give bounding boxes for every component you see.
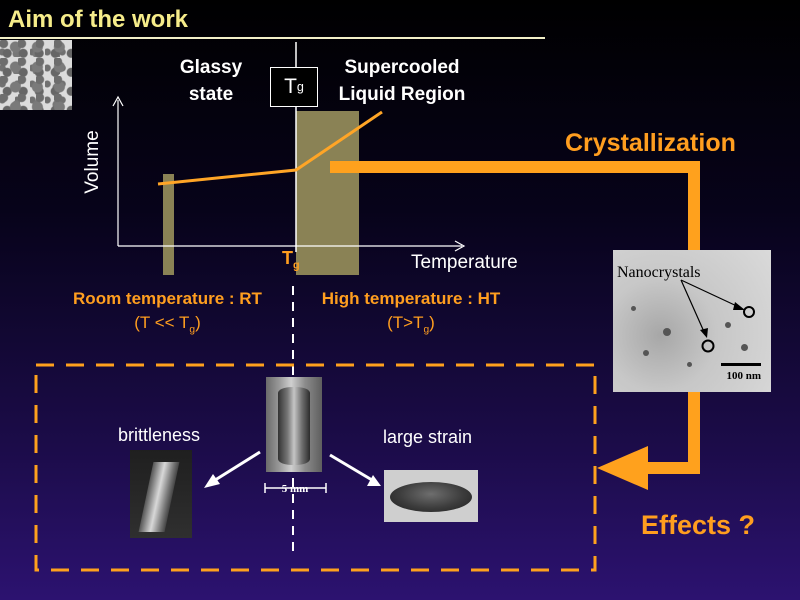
arrow-to-brittleness-head	[204, 474, 220, 488]
fractured-sample-photo	[130, 450, 192, 538]
sample-scale-label: 5 mm	[281, 483, 309, 495]
tg-axis-sub: g	[293, 259, 300, 272]
particle	[725, 322, 731, 328]
effects-label: Effects ?	[641, 510, 756, 540]
microstructure-thumbnail	[0, 40, 72, 110]
particle	[741, 344, 748, 351]
nanocrystal-circle-1	[743, 306, 755, 318]
glassy-line-2: state	[188, 84, 234, 105]
pointer-arrow-2-head	[700, 328, 708, 338]
volume-temperature-curve	[157, 110, 383, 186]
x-axis-arrow	[454, 240, 466, 252]
tg-box-main: T	[284, 75, 297, 98]
pointer-arrow-2	[680, 279, 706, 335]
arrow-to-brittleness	[211, 450, 261, 484]
crystallization-label: Crystallization	[565, 129, 736, 157]
ht-cond-sub: g	[423, 324, 430, 336]
pointer-arrow-1-head	[733, 302, 745, 310]
effects-dashed-box	[34, 363, 597, 572]
ht-region-bar	[296, 111, 359, 275]
rt-region-bar	[163, 174, 174, 275]
slide-title: Aim of the work	[8, 6, 189, 33]
rt-cond-suffix: )	[195, 313, 201, 332]
effects-arrow-head	[597, 446, 648, 490]
large-strain-label: large strain	[383, 427, 473, 447]
y-axis-arrow	[112, 95, 124, 107]
compressed-disc-photo	[384, 470, 478, 522]
ht-condition: (T>Tg)	[300, 313, 522, 335]
rt-cond-prefix: (T << T	[134, 313, 190, 332]
glassy-state-label: Glassy state	[166, 54, 256, 108]
arrow-to-large-strain-head	[367, 475, 381, 486]
rt-condition: (T << Tg)	[40, 313, 295, 335]
particle	[663, 328, 671, 336]
particle	[643, 350, 649, 356]
supercooled-liquid-label: Supercooled Liquid Region	[322, 54, 482, 108]
ht-cond-suffix: )	[429, 313, 435, 332]
particle	[631, 306, 636, 311]
tg-axis-main: T	[282, 248, 293, 268]
tg-axis-label: Tg	[282, 248, 300, 272]
pointer-arrow-1	[680, 279, 742, 309]
supercooled-line-2: Liquid Region	[338, 84, 466, 105]
effects-arrow-down	[688, 392, 700, 474]
rt-cond-sub: g	[189, 324, 196, 336]
tg-box-sub: g	[296, 80, 304, 94]
rt-label: Room temperature : RT	[73, 289, 262, 308]
micrograph-scale-label: 100 nm	[726, 370, 761, 382]
supercooled-line-1: Supercooled	[344, 57, 460, 78]
crystallization-arrow-shaft	[330, 161, 698, 173]
nanocrystal-pointer-arrows	[680, 279, 755, 353]
arrow-to-large-strain	[329, 453, 373, 482]
title-underline	[0, 37, 545, 39]
nanocrystal-circle-2	[701, 339, 715, 353]
effects-arrow-shaft	[640, 462, 700, 474]
x-axis-label: Temperature	[411, 252, 518, 273]
ht-cond-prefix: (T>T	[387, 313, 424, 332]
brittleness-label: brittleness	[118, 425, 201, 445]
particle	[687, 362, 692, 367]
ht-label: High temperature : HT	[321, 289, 501, 308]
sample-cylinder-photo	[266, 377, 322, 472]
y-axis-label: Volume	[82, 130, 103, 194]
crystallization-arrow-down	[688, 161, 700, 251]
nanocrystals-micrograph: Nanocrystals 100 nm	[613, 250, 771, 392]
glassy-line-1: Glassy	[179, 57, 243, 78]
micrograph-scale-bar	[721, 363, 761, 366]
nanocrystals-caption: Nanocrystals	[617, 264, 701, 281]
